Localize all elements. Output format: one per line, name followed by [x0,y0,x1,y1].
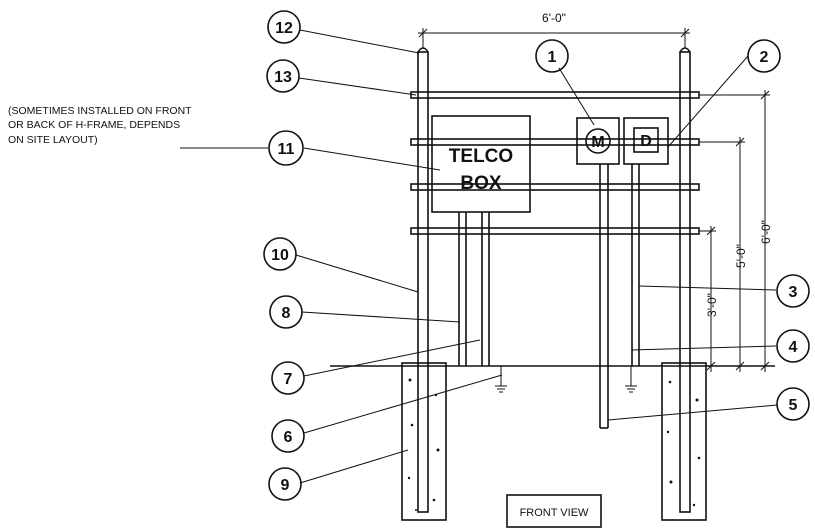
svg-text:13: 13 [274,69,292,86]
callout-4: 4 [776,329,810,363]
svg-text:4: 4 [789,339,798,356]
width-dimension [418,28,690,48]
svg-text:5: 5 [789,397,798,414]
height-5ft-label: 5'-0" [734,244,748,268]
meter-label: M [591,134,604,151]
callout-5: 5 [776,387,810,421]
meter [585,128,611,154]
concrete-footing-right [661,362,707,521]
disconnect-label: D [640,133,652,150]
callout-11: 11 [268,130,304,166]
callout-9: 9 [268,467,302,501]
callout-10: 10 [263,237,297,271]
callout-2: 2 [747,39,781,73]
svg-text:2: 2 [760,49,769,66]
callout-6: 6 [271,419,305,453]
note-line2: OR BACK OF H-FRAME, DEPENDS [8,119,180,131]
note-line1: (SOMETIMES INSTALLED ON FRONT [8,105,192,117]
view-label-box [506,494,602,528]
svg-text:11: 11 [278,141,295,158]
callout-leaders [295,29,778,484]
post-left [417,47,429,513]
disconnect [633,127,659,153]
svg-text:3: 3 [789,284,798,301]
disconnect-enclosure [623,117,669,165]
callout-1: 1 [535,39,569,73]
callout-3: 3 [776,274,810,308]
concrete-footing-left [401,362,447,521]
svg-text:10: 10 [271,247,289,264]
callout-8: 8 [269,295,303,329]
svg-text:7: 7 [284,371,293,388]
ground-rod-left [495,366,507,393]
callout-7: 7 [271,361,305,395]
ground-rod-right [625,366,637,393]
telco-box-label-line1: TELCO [449,146,513,167]
callout-13: 13 [266,59,300,93]
height-3ft-label: 3'-0" [705,293,719,317]
svg-text:9: 9 [281,477,290,494]
telco-box [431,115,531,213]
height-6ft-label: 6'-0" [759,220,773,244]
svg-text:12: 12 [275,20,293,37]
note-line3: ON SITE LAYOUT) [8,134,98,146]
conduits [458,164,640,429]
telco-box-label-line2: BOX [460,173,502,194]
meter-base [576,117,620,165]
svg-text:8: 8 [282,305,291,322]
post-right [679,47,691,513]
width-dimension-label: 6'-0" [542,11,566,25]
view-label: FRONT VIEW [520,507,589,519]
callout-12: 12 [267,10,301,44]
svg-text:1: 1 [548,49,557,66]
svg-text:6: 6 [284,429,293,446]
